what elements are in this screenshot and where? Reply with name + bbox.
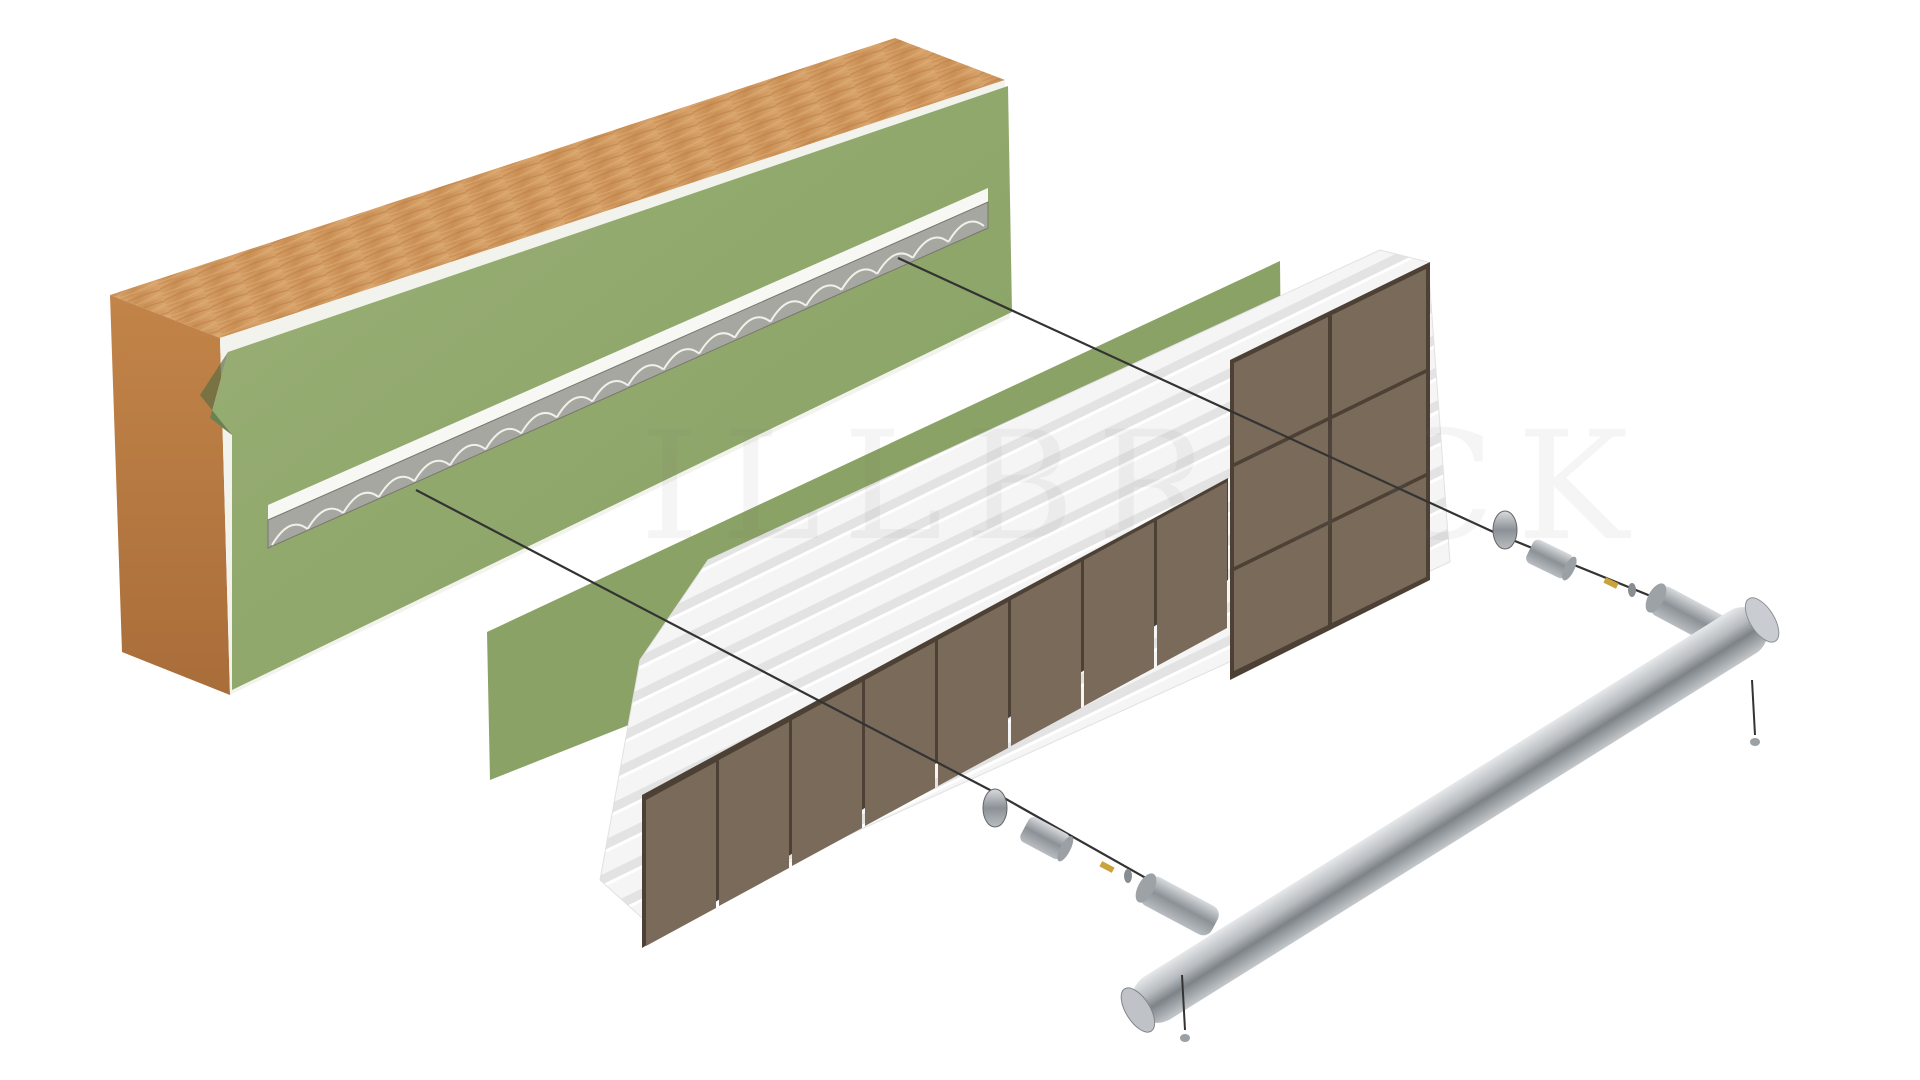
truss-arch	[805, 284, 843, 307]
truss-arch	[306, 507, 344, 530]
truss-arch	[377, 475, 416, 498]
set-screw-lower	[1180, 974, 1190, 1042]
tile	[646, 762, 716, 946]
spacer-icon	[1020, 816, 1074, 862]
tile-panel	[642, 262, 1430, 948]
tile	[719, 722, 789, 906]
truss-arch	[911, 236, 950, 259]
watermark: ILLBRUCK	[640, 400, 1651, 574]
truss-arch	[627, 364, 665, 387]
grab-bar-post-lower	[1135, 873, 1219, 936]
wire-lower	[415, 489, 991, 791]
brass-insert-icon	[1099, 861, 1115, 873]
wall-bevel	[200, 352, 232, 435]
tile	[1011, 562, 1081, 746]
rail-top-strip	[268, 188, 988, 520]
washer-icon	[982, 788, 1008, 828]
wire-lower-front	[989, 789, 1161, 887]
lower-fastener-set	[982, 788, 1132, 883]
tile	[792, 682, 862, 866]
truss-arch	[840, 268, 878, 291]
set-screw-upper	[1750, 679, 1760, 746]
tile	[1332, 373, 1426, 519]
truss-arch	[484, 428, 522, 450]
blocking-rail	[267, 188, 989, 549]
truss-arch	[520, 412, 558, 434]
truss-arch	[591, 380, 629, 402]
anchor-wires	[415, 257, 1669, 887]
brass-insert-icon	[1603, 577, 1619, 589]
tile	[1234, 317, 1328, 463]
truss-arch	[413, 459, 451, 482]
washer-icon	[1492, 510, 1518, 550]
spacer-icon	[1526, 539, 1577, 581]
upper-fastener-set	[1492, 510, 1636, 597]
wall-side-face	[110, 295, 230, 695]
tile	[1234, 525, 1328, 671]
wire-upper-front	[1499, 533, 1669, 605]
tile	[1157, 482, 1227, 666]
truss-arch	[769, 300, 807, 323]
truss-arch	[947, 220, 985, 243]
tile	[1084, 522, 1154, 706]
truss-arch	[733, 316, 772, 339]
wire-upper	[897, 257, 1501, 536]
nut-icon	[1628, 583, 1636, 597]
tile	[865, 642, 935, 826]
truss-arches	[271, 220, 985, 546]
tile	[1332, 269, 1426, 415]
set-screw-icon	[1180, 1034, 1190, 1042]
truss-arch	[876, 252, 914, 275]
rail-body	[267, 201, 989, 549]
truss-arch	[449, 443, 487, 466]
wall-top-face	[110, 38, 1005, 338]
truss-arch	[698, 332, 736, 355]
set-screw-icon	[1750, 738, 1760, 746]
truss-arch	[271, 523, 309, 546]
grab-bar	[1120, 583, 1780, 1042]
truss-arch	[342, 491, 380, 514]
tile	[1332, 477, 1426, 623]
truss-arch	[662, 348, 700, 371]
tile	[938, 602, 1008, 786]
nut-icon	[1124, 869, 1132, 883]
grab-bar-rod	[1120, 597, 1780, 1033]
tile	[1234, 421, 1328, 567]
truss-arch	[555, 396, 594, 418]
